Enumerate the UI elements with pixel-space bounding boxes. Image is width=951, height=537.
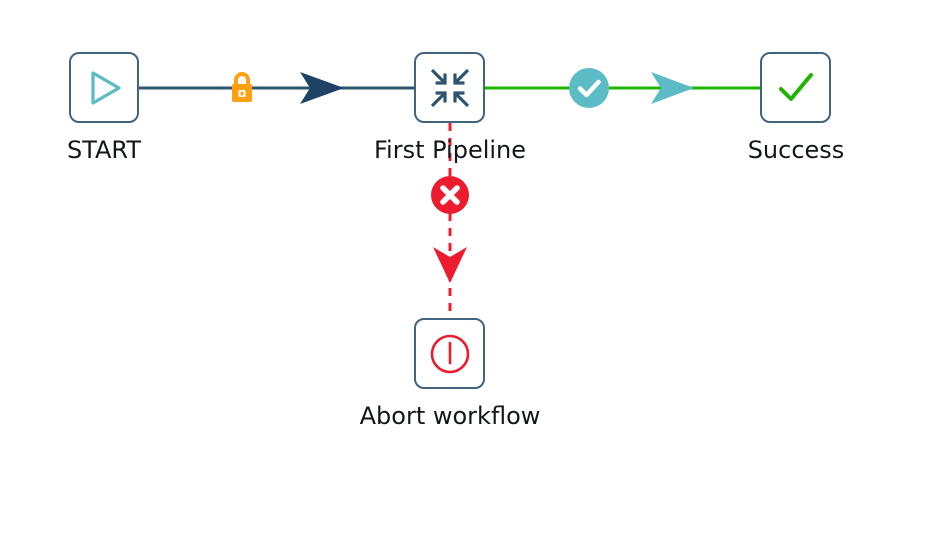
lock-icon[interactable] <box>228 70 256 106</box>
node-success[interactable] <box>760 52 831 123</box>
compress-arrows-icon <box>430 68 469 107</box>
error-circle-icon[interactable] <box>431 176 469 214</box>
edge-start-to-pipeline[interactable] <box>139 72 414 104</box>
node-abort-workflow[interactable] <box>414 318 485 389</box>
node-label-start: START <box>66 136 142 164</box>
teal-arrowhead-icon <box>651 72 694 104</box>
check-mark-icon <box>778 72 813 101</box>
navy-arrowhead-icon <box>300 72 344 104</box>
node-label-abort-workflow: Abort workflow <box>359 402 541 430</box>
node-label-first-pipeline: First Pipeline <box>373 136 527 164</box>
power-stop-icon <box>430 334 469 373</box>
play-triangle-icon <box>91 70 121 105</box>
red-arrowhead-icon <box>433 247 467 283</box>
node-start[interactable] <box>69 52 139 123</box>
node-label-success: Success <box>747 136 845 164</box>
check-circle-icon[interactable] <box>569 68 609 108</box>
node-first-pipeline[interactable] <box>414 52 485 123</box>
edge-pipeline-to-success[interactable] <box>485 72 760 104</box>
